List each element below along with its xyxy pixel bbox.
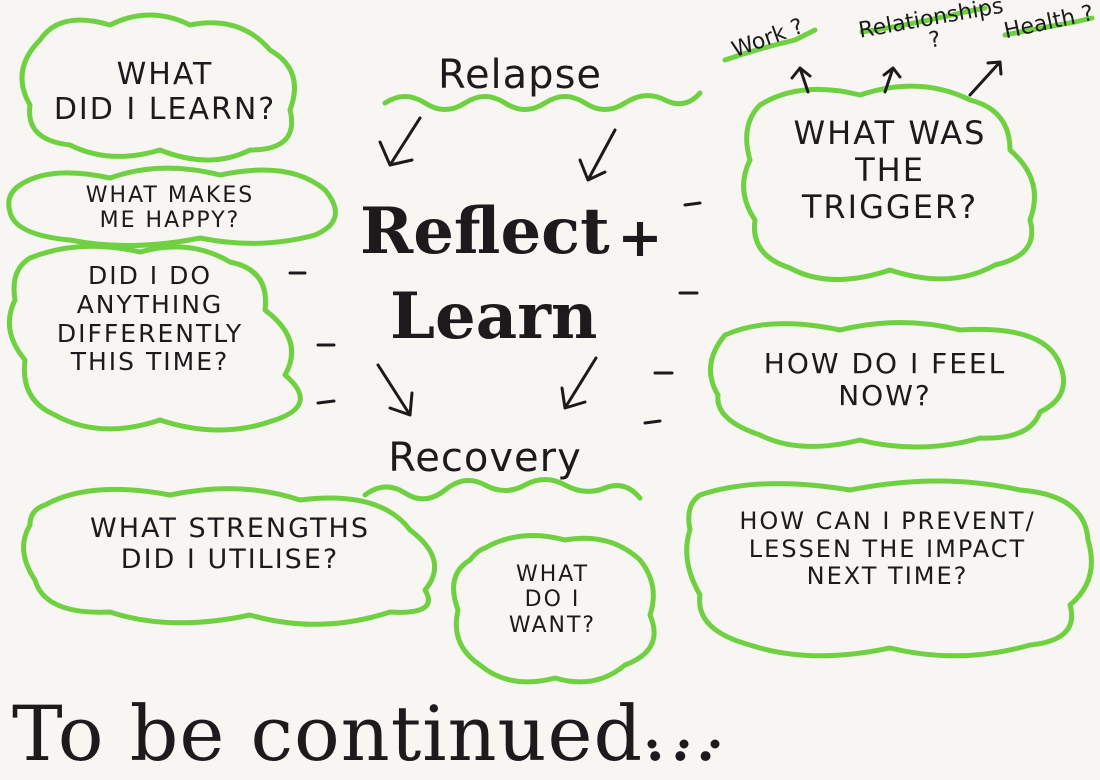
cloud-how-do-i-feel-now bbox=[707, 320, 1067, 450]
cloud-what-do-i-want bbox=[451, 533, 657, 685]
arrow-recovery-left bbox=[376, 363, 414, 417]
relationships-underline bbox=[859, 5, 988, 35]
footer-dot bbox=[647, 739, 657, 749]
arrow-relapse-left bbox=[378, 116, 422, 167]
work-underline bbox=[722, 27, 818, 63]
cloud-what-was-the-trigger bbox=[741, 83, 1037, 283]
question-what-do-i-want: WHAT DO I WANT? bbox=[508, 562, 597, 638]
cloud-what-makes-me-happy bbox=[6, 165, 338, 248]
cloud-what-did-i-learn bbox=[19, 12, 297, 163]
question-what-did-i-learn: WHAT DID I LEARN? bbox=[53, 57, 277, 127]
arrow-recovery-right bbox=[560, 356, 598, 410]
relapse-wave bbox=[382, 90, 703, 112]
arrow-relapse-right bbox=[578, 128, 617, 182]
stage-relapse: Relapse bbox=[437, 52, 603, 98]
footer-to-be-continued: To be continued... bbox=[12, 689, 719, 778]
footer-dot bbox=[679, 739, 689, 749]
cloud-did-i-do-anything-differently bbox=[6, 243, 303, 433]
question-did-i-do-anything-differently: DID I DO ANYTHING DIFFERENTLY THIS TIME? bbox=[56, 261, 244, 377]
recovery-wave bbox=[362, 477, 643, 502]
arrow-to-health bbox=[968, 60, 1003, 97]
cloud-what-strengths bbox=[21, 486, 437, 627]
arrow-to-relationships bbox=[882, 66, 902, 94]
question-what-strengths: WHAT STRENGTHS DID I UTILISE? bbox=[90, 513, 370, 576]
stage-recovery: Recovery bbox=[388, 435, 582, 481]
cloud-how-can-i-prevent bbox=[684, 478, 1094, 659]
question-what-makes-me-happy: WHAT MAKES ME HAPPY? bbox=[85, 183, 255, 234]
connector-dash bbox=[683, 201, 702, 207]
center-learn: Learn bbox=[390, 279, 598, 354]
connector-dash bbox=[316, 399, 336, 405]
center-plus: + bbox=[617, 205, 663, 269]
question-how-do-i-feel-now: HOW DO I FEEL NOW? bbox=[763, 347, 1007, 413]
question-what-was-the-trigger: WHAT WAS THE TRIGGER? bbox=[793, 114, 987, 226]
question-how-can-i-prevent: HOW CAN I PREVENT/ LESSEN THE IMPACT NEX… bbox=[739, 507, 1036, 591]
center-reflect: Reflect bbox=[360, 194, 610, 269]
health-underline bbox=[1002, 15, 1095, 38]
footer-dot bbox=[710, 739, 720, 749]
arrow-to-work bbox=[790, 66, 812, 94]
connector-dash bbox=[643, 419, 662, 425]
